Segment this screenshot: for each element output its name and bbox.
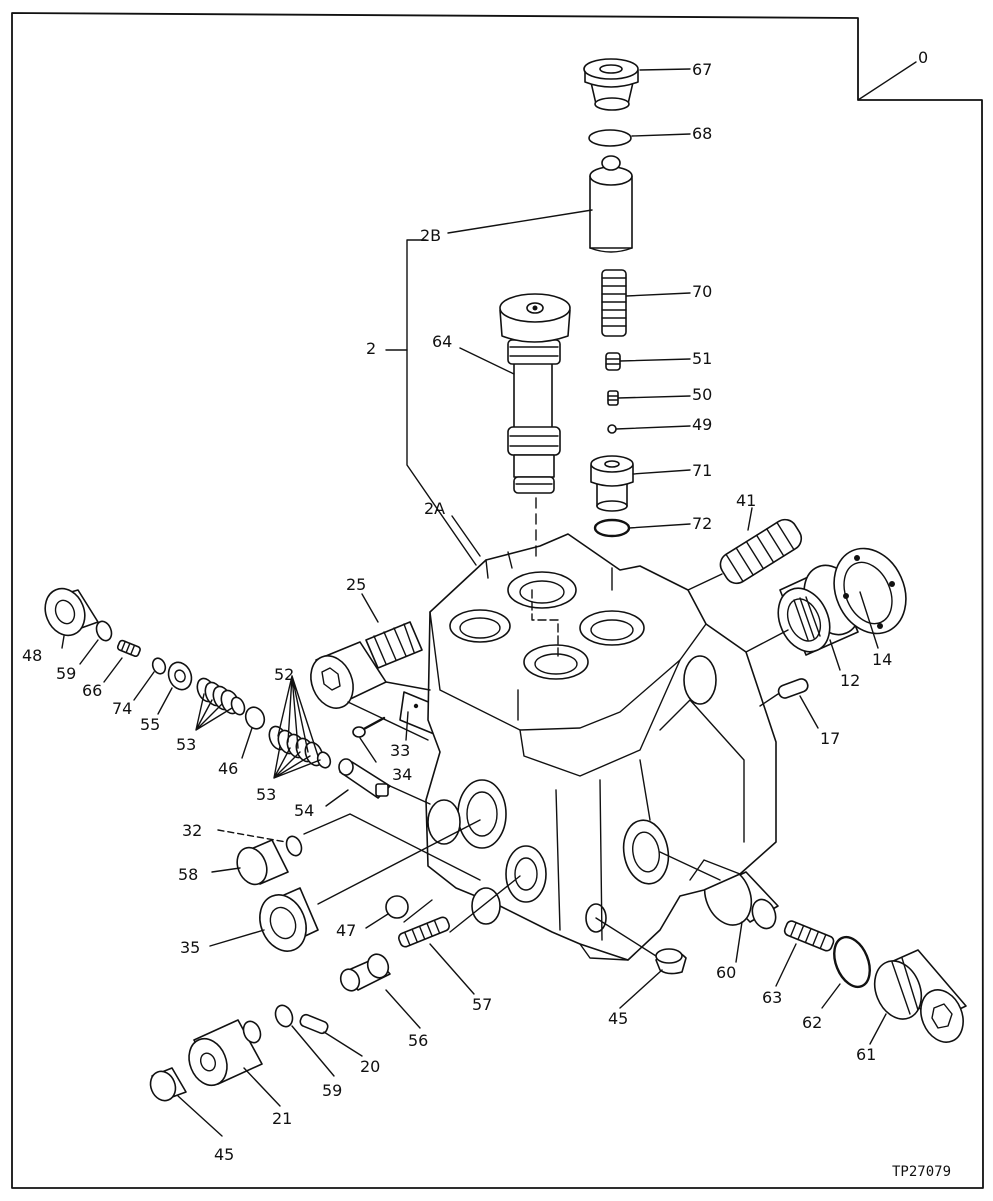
part-61-plug [873, 949, 967, 1043]
callout-51: 51 [692, 349, 712, 368]
part-68-o-ring [588, 129, 632, 147]
callout-32: 32 [182, 821, 202, 840]
part-60-spool [703, 866, 779, 930]
part-34-screw [352, 716, 386, 738]
leader-lines [61, 61, 917, 1137]
callout-2: 2 [366, 339, 376, 358]
callout-67: 67 [692, 60, 712, 79]
callout-58: 58 [178, 865, 198, 884]
part-49-ball [607, 424, 617, 434]
callout-70: 70 [692, 282, 712, 301]
part-41-spring [719, 518, 803, 585]
callout-52: 52 [274, 665, 294, 684]
callout-45-lower: 45 [214, 1145, 234, 1164]
part-53-shims-upper [196, 677, 246, 716]
callout-62: 62 [802, 1013, 822, 1032]
callout-66: 66 [82, 681, 102, 700]
part-74-washer [151, 657, 167, 675]
callout-55: 55 [140, 715, 160, 734]
callout-72: 72 [692, 514, 712, 533]
callout-25: 25 [346, 575, 366, 594]
part-35-plug [259, 887, 319, 952]
callout-14: 14 [872, 650, 892, 669]
part-59-o-ring [95, 620, 113, 642]
part-51-spring [605, 352, 621, 371]
valve-body [425, 533, 777, 961]
callout-50: 50 [692, 385, 712, 404]
callout-33: 33 [390, 741, 410, 760]
callout-64: 64 [432, 332, 452, 351]
callout-60: 60 [716, 963, 736, 982]
part-25-plug [310, 621, 423, 709]
callout-56: 56 [408, 1031, 428, 1050]
part-47-ball [385, 895, 409, 919]
part-17-pin [777, 678, 809, 699]
callout-47: 47 [336, 921, 356, 940]
callout-71: 71 [692, 461, 712, 480]
part-56-poppet [339, 953, 391, 992]
callout-35: 35 [180, 938, 200, 957]
callout-2A: 2A [424, 499, 445, 518]
callout-59-left: 59 [56, 664, 76, 683]
callout-53-upper: 53 [176, 735, 196, 754]
part-55-spring-seat [167, 661, 193, 691]
callout-63: 63 [762, 988, 782, 1007]
callout-68: 68 [692, 124, 712, 143]
part-62-o-ring [833, 935, 871, 989]
part-48-plug [44, 587, 99, 637]
callout-46: 46 [218, 759, 238, 778]
callout-20: 20 [360, 1057, 380, 1076]
part-59-o-ring-lower [274, 1004, 294, 1028]
callout-57: 57 [472, 995, 492, 1014]
part-45-plug-right [655, 948, 687, 975]
part-67-plug [583, 58, 639, 111]
callout-53-lower: 53 [256, 785, 276, 804]
part-32-o-ring [285, 835, 303, 857]
callout-54: 54 [294, 801, 314, 820]
callout-45-right: 45 [608, 1009, 628, 1028]
part-54-plug [338, 758, 391, 799]
part-66-spring [116, 639, 141, 658]
part-20-pin [299, 1013, 329, 1035]
figure-reference: TP27079 [892, 1164, 951, 1180]
callout-0: 0 [918, 48, 928, 67]
callout-49: 49 [692, 415, 712, 434]
callout-59-lower: 59 [322, 1081, 342, 1100]
callout-41: 41 [736, 491, 756, 510]
part-2B-sleeve [589, 155, 633, 253]
callout-48: 48 [22, 646, 42, 665]
part-58-plug [236, 839, 289, 886]
callout-12: 12 [840, 671, 860, 690]
part-14-seal-plate [833, 547, 907, 635]
part-70-spring [601, 269, 627, 337]
callout-17: 17 [820, 729, 840, 748]
part-46-poppet [244, 706, 266, 730]
part-63-spring [783, 920, 835, 952]
page-border [11, 12, 984, 1189]
part-21-plug [188, 1019, 263, 1087]
callout-61: 61 [856, 1045, 876, 1064]
part-50-spring [607, 390, 619, 406]
part-71-plug [590, 455, 634, 512]
callout-74: 74 [112, 699, 132, 718]
part-72-o-ring [593, 518, 631, 538]
callout-21: 21 [272, 1109, 292, 1128]
part-45-plug-lower [149, 1067, 187, 1102]
part-57-spring [397, 916, 451, 948]
callout-34: 34 [392, 765, 412, 784]
callout-2B: 2B [420, 226, 441, 245]
callout-labels: 0 67 68 2B 70 2 64 51 50 49 71 41 2A 72 … [22, 48, 928, 1164]
part-64-valve-cartridge [499, 293, 571, 494]
